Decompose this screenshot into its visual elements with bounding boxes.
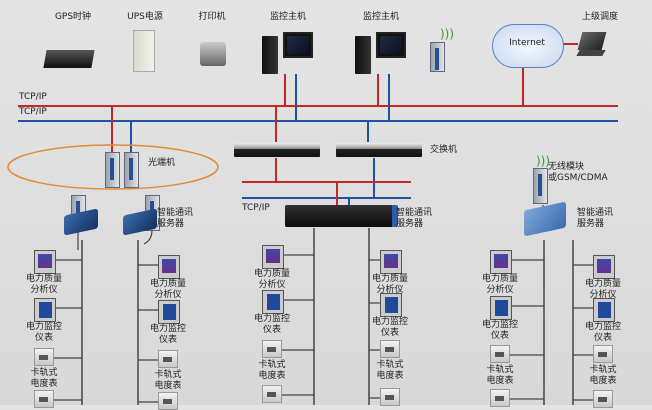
device-label: 电力质量 分析仪 (253, 269, 291, 290)
power-quality-analyzer-icon (593, 255, 615, 279)
device-label: 卡轨式 电度表 (154, 370, 182, 391)
din-rail-energy-meter-icon (262, 385, 282, 403)
laptop-icon (577, 32, 607, 50)
din-rail-energy-meter-icon (380, 388, 400, 406)
power-quality-analyzer-icon (158, 255, 180, 279)
wireless-module-label: 无线模块 或GSM/CDMA (548, 162, 608, 183)
switch-icon (336, 143, 422, 157)
din-rail-energy-meter-icon (34, 390, 54, 408)
rack-server-icon (285, 205, 398, 227)
tcpip-label-secondary: TCP/IP (242, 203, 270, 213)
internet-label: Internet (509, 38, 545, 48)
din-rail-energy-meter-icon (34, 348, 54, 366)
server-label-center: 智能通讯 服务器 (396, 208, 433, 229)
device-label: 电力监控 仪表 (253, 314, 291, 335)
power-monitor-meter-icon (380, 293, 402, 317)
host1-monitor-icon (283, 32, 313, 58)
din-rail-energy-meter-icon (593, 390, 613, 408)
ups-label: UPS电源 (127, 12, 163, 22)
power-quality-analyzer-icon (34, 250, 56, 274)
din-rail-energy-meter-icon (158, 350, 178, 368)
switch-icon (234, 143, 320, 157)
host1-case-icon (262, 36, 278, 74)
device-label: 电力监控 仪表 (481, 320, 519, 341)
power-monitor-meter-icon (262, 290, 284, 314)
device-label: 电力监控 仪表 (149, 324, 187, 345)
tcpip-label-blue: TCP/IP (19, 107, 47, 117)
power-quality-analyzer-icon (262, 245, 284, 269)
optical-ring (7, 144, 219, 190)
device-label: 卡轨式 电度表 (258, 360, 286, 381)
device-label: 卡轨式 电度表 (30, 368, 58, 389)
device-label: 卡轨式 电度表 (376, 360, 404, 381)
wifi-icon: ))) (440, 27, 455, 41)
host1-label: 监控主机 (269, 12, 307, 22)
power-quality-analyzer-icon (380, 250, 402, 274)
gps-clock-label: GPS时钟 (54, 12, 92, 22)
din-rail-energy-meter-icon (490, 345, 510, 363)
printer-label: 打印机 (198, 12, 226, 22)
tcpip-label-red: TCP/IP (19, 92, 47, 102)
device-label: 电力质量 分析仪 (25, 274, 63, 295)
optical-transceiver-icon (124, 152, 139, 188)
printer-icon (200, 42, 226, 66)
laptop-base-icon (576, 50, 606, 56)
host2-monitor-icon (376, 32, 406, 58)
din-rail-energy-meter-icon (262, 340, 282, 358)
wireless-module-icon (533, 168, 548, 204)
switch-label: 交换机 (430, 145, 458, 155)
power-monitor-meter-icon (34, 298, 56, 322)
device-label: 电力监控 仪表 (584, 322, 622, 343)
device-label: 电力质量 分析仪 (371, 274, 409, 295)
power-monitor-meter-icon (490, 296, 512, 320)
wireless-gateway-icon (430, 42, 445, 72)
device-label: 电力质量 分析仪 (149, 279, 187, 300)
ups-icon (133, 30, 155, 72)
upper-dispatch-label: 上级调度 (581, 12, 619, 22)
device-label: 电力监控 仪表 (25, 322, 63, 343)
host2-case-icon (355, 36, 371, 74)
server-label-right: 智能通讯 服务器 (577, 208, 614, 229)
power-quality-analyzer-icon (490, 250, 512, 274)
device-label: 电力质量 分析仪 (481, 274, 519, 295)
gps-clock-icon (43, 50, 95, 68)
device-label: 电力监控 仪表 (371, 317, 409, 338)
device-label: 电力质量 分析仪 (584, 279, 622, 300)
device-label: 卡轨式 电度表 (486, 365, 514, 386)
din-rail-energy-meter-icon (380, 340, 400, 358)
din-rail-energy-meter-icon (158, 392, 178, 410)
din-rail-energy-meter-icon (490, 389, 510, 407)
wifi-icon: ))) (536, 154, 551, 168)
optical-transceiver-icon (105, 152, 120, 188)
internet-cloud-icon (492, 24, 564, 68)
server-label-left: 智能通讯 服务器 (157, 208, 194, 229)
din-rail-energy-meter-icon (593, 345, 613, 363)
power-monitor-meter-icon (158, 300, 180, 324)
optical-label: 光端机 (148, 158, 176, 168)
host2-label: 监控主机 (362, 12, 400, 22)
power-monitor-meter-icon (593, 298, 615, 322)
device-label: 卡轨式 电度表 (589, 365, 617, 386)
